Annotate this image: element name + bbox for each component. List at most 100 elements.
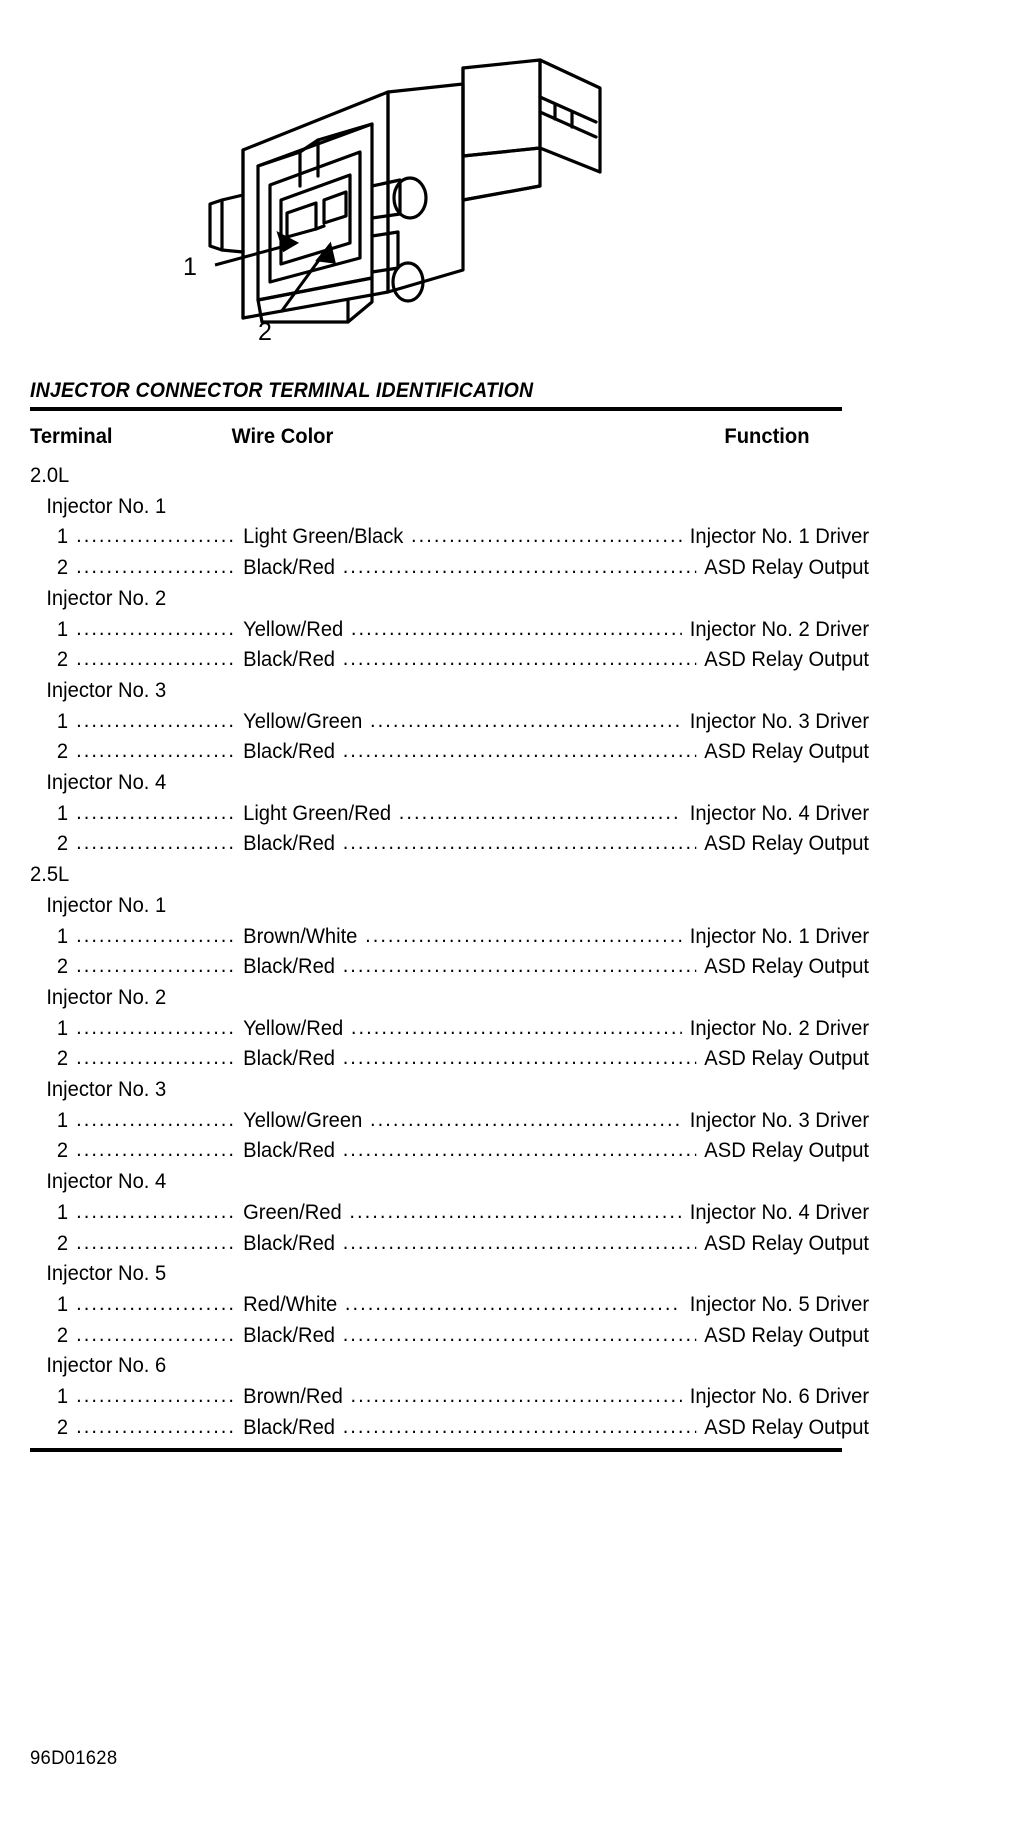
header-terminal: Terminal [30,425,113,448]
cell-wire-color: Yellow/Red [243,617,344,641]
header-function: Function [724,425,810,448]
table-row: 1 Yellow/Red Injector No. 2 Driver [30,615,869,646]
dot-leader [370,1105,682,1136]
table-column-headers: Terminal Wire Color Function [30,411,810,461]
dot-leader [76,1320,237,1351]
dot-leader [411,521,682,552]
cell-function: ASD Relay Output [704,1323,870,1347]
cell-terminal: 2 [56,1415,69,1439]
injector-group-label: Injector No. 4 [46,771,167,795]
injector-group-label: Injector No. 2 [46,985,167,1009]
figure-label-1: 1 [183,253,197,281]
cell-function: Injector No. 4 Driver [689,801,870,825]
table-row: 1Brown/WhiteInjector No. 1 Driver [30,922,869,953]
cell-function: Injector No. 5 Driver [689,1292,870,1316]
dot-leader [343,552,697,583]
dot-leader [399,798,682,829]
dot-leader [343,1412,697,1443]
dot-leader [349,1197,682,1228]
table-row: 1Brown/RedInjector No. 6 Driver [30,1382,869,1413]
injector-group-label: Injector No. 5 [46,1262,167,1286]
cell-terminal: 2 [56,1047,69,1071]
cell-terminal: 2 [56,1323,69,1347]
cell-function: Injector No. 2 Driver [689,617,870,641]
cell-function: ASD Relay Output [704,1139,870,1163]
cell-wire-color: Black/Red [243,955,336,979]
cell-wire-color: Yellow/Green [243,1108,363,1132]
table-row: 2Black/RedASD Relay Output [30,737,869,768]
table-row: 1 Yellow/Green Injector No. 3 Driver [30,1106,869,1137]
table-row: 1 Green/Red Injector No. 4 Driver [30,1198,869,1229]
cell-function: Injector No. 3 Driver [689,709,870,733]
cell-terminal: 2 [56,832,69,856]
cell-wire-color: Brown/White [243,924,358,948]
cell-wire-color: Black/Red [243,1323,336,1347]
title-rule [30,407,842,411]
table-row: 2Black/RedASD Relay Output [30,1413,869,1444]
dot-leader [76,1105,237,1136]
cell-wire-color: Green/Red [243,1200,342,1224]
dot-leader [76,614,237,645]
dot-leader [76,798,237,829]
dot-leader [351,1013,682,1044]
dot-leader [76,1043,237,1074]
cell-terminal: 2 [56,556,69,580]
dot-leader [343,1135,697,1166]
terminal-identification-table: INJECTOR CONNECTOR TERMINAL IDENTIFICATI… [30,378,869,1452]
cell-function: ASD Relay Output [704,832,870,856]
dot-leader [76,951,237,982]
cell-wire-color: Brown/Red [243,1385,343,1409]
cell-terminal: 1 [56,1016,69,1040]
injector-group-label: Injector No. 3 [46,1078,167,1102]
cell-terminal: 2 [56,1139,69,1163]
injector-group-label: Injector No. 1 [46,893,167,917]
cell-terminal: 1 [56,1385,69,1409]
dot-leader [351,1381,683,1412]
cell-terminal: 1 [56,1200,69,1224]
cell-terminal: 1 [56,709,69,733]
dot-leader [343,1043,697,1074]
dot-leader [343,828,697,859]
cell-terminal: 2 [56,955,69,979]
dot-leader [343,951,697,982]
injector-group-label: Injector No. 4 [46,1170,167,1194]
engine-group-label: 2.5L [30,863,70,887]
cell-function: Injector No. 4 Driver [689,1200,870,1224]
cell-function: ASD Relay Output [704,740,870,764]
dot-leader [370,706,682,737]
cell-terminal: 2 [56,740,69,764]
engine-group-label: 2.0L [30,464,70,487]
dot-leader [76,521,237,552]
cell-function: Injector No. 3 Driver [689,1108,870,1132]
cell-terminal: 1 [56,801,69,825]
cell-terminal: 1 [56,1108,69,1132]
cell-function: ASD Relay Output [704,1415,870,1439]
table-row: 1Red/WhiteInjector No. 5 Driver [30,1290,869,1321]
dot-leader [76,1135,237,1166]
dot-leader [76,1289,237,1320]
dot-leader [76,921,237,952]
header-wire-color: Wire Color [231,425,334,448]
dot-leader [76,644,237,675]
cell-function: ASD Relay Output [704,955,870,979]
cell-wire-color: Black/Red [243,1139,336,1163]
cell-wire-color: Yellow/Red [243,1016,344,1040]
cell-terminal: 1 [56,617,69,641]
cell-terminal: 1 [56,525,69,549]
dot-leader [343,736,697,767]
injector-group-label: Injector No. 2 [46,586,167,610]
cell-function: Injector No. 1 Driver [689,924,870,948]
injector-group-label: Injector No. 6 [46,1354,167,1378]
dot-leader [343,1228,697,1259]
dot-leader [76,1228,237,1259]
cell-function: ASD Relay Output [704,648,870,672]
table-row: 2 Black/Red ASD Relay Output [30,1321,869,1352]
dot-leader [76,1381,237,1412]
table-row: 2Black/RedASD Relay Output [30,829,869,860]
connector-line-drawing: 1 2 [183,58,602,346]
table-row: 2 Black/Red ASD Relay Output [30,1136,869,1167]
dot-leader [345,1289,682,1320]
dot-leader [76,828,237,859]
cell-wire-color: Black/Red [243,1047,336,1071]
